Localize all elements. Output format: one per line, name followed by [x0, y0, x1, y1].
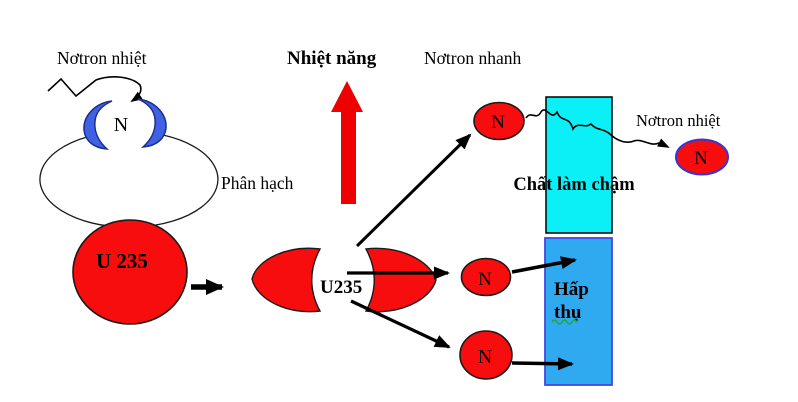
middle-neutron-ball: [460, 257, 512, 297]
split-nucleus-right-half: [364, 247, 437, 313]
absorber-label-line2: thụ: [554, 302, 582, 323]
u235-nucleus: [72, 219, 188, 325]
incoming-neutron-squiggle-arrow: [47, 76, 143, 103]
moderator-label: Chất làm chậm: [513, 175, 635, 195]
fast-neutron-symbol: N: [491, 112, 505, 133]
emitted-neutron-arrow-top: [355, 133, 472, 248]
capture-crescent-right: [137, 98, 167, 148]
heat-energy-label: Nhiệt năng: [287, 48, 377, 69]
moderator-box: [545, 96, 613, 234]
u235-label: U 235: [96, 249, 148, 273]
fission-label: Phân hạch: [221, 173, 294, 193]
thermal-neutron-ball: [675, 138, 729, 176]
absorber-label-line1: Hấp: [554, 279, 589, 300]
bottom-neutron-symbol: N: [478, 346, 492, 368]
capture-crescent-left: [83, 100, 113, 150]
thermal-neutron-left-label: Nơtron nhiệt: [57, 48, 147, 68]
split-nucleus-left-half: [251, 247, 322, 313]
moderated-neutron-squiggle-arrow: [525, 109, 670, 148]
bottom-neutron-ball: [459, 330, 513, 380]
fast-neutron-ball: [473, 101, 525, 141]
u235-split-label: U235: [320, 277, 362, 298]
thermal-neutron-right-label: Nơtron nhiệt: [636, 111, 721, 130]
heat-energy-arrow: [331, 81, 363, 204]
absorbed-neutron-arrow-top: [511, 256, 577, 274]
captured-neutron-symbol: N: [114, 114, 128, 136]
middle-neutron-symbol: N: [478, 269, 492, 290]
fission-loop-ellipse: [39, 134, 219, 228]
absorber-box: [544, 237, 613, 386]
fast-neutron-label: Nơtron nhanh: [424, 48, 521, 68]
spellcheck-squiggle-underline: [551, 319, 578, 325]
absorbed-neutron-arrow-bottom: [511, 357, 574, 371]
thermal-neutron-symbol: N: [694, 148, 708, 169]
emitted-neutron-arrow-bottom: [350, 299, 451, 349]
